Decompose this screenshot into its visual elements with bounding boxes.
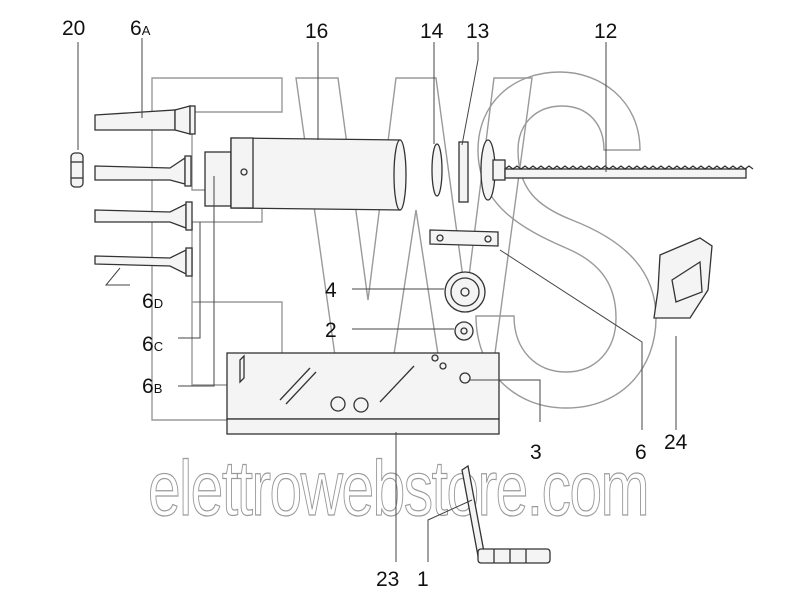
label-13: 13 — [466, 20, 489, 43]
part-13-gasket — [458, 141, 469, 203]
part-14-disc — [431, 143, 443, 197]
label-20: 20 — [62, 17, 85, 40]
part-1-crank — [461, 464, 551, 564]
label-6b-num: 6 — [142, 375, 154, 398]
part-12-rack — [504, 165, 754, 179]
label-6a-num: 6 — [130, 17, 142, 40]
label-6b-sub: B — [154, 381, 163, 396]
part-6-bracket — [429, 229, 499, 247]
label-6c-sub: C — [154, 339, 163, 354]
label-14: 14 — [420, 20, 444, 43]
part-24-clamp — [653, 237, 713, 319]
label-23: 23 — [376, 568, 399, 591]
label-3: 3 — [530, 441, 542, 464]
label-12: 12 — [594, 20, 617, 43]
label-24: 24 — [664, 431, 688, 454]
part-16-cylinder — [204, 137, 407, 211]
label-6a: 6A — [130, 17, 151, 40]
watermark-site-text: elettrowebstore.com — [148, 444, 648, 532]
label-6c: 6C — [142, 333, 163, 356]
label-1: 1 — [417, 568, 429, 591]
part-3-base — [226, 352, 500, 435]
label-2: 2 — [325, 319, 337, 342]
part-6a-nozzle — [94, 105, 196, 135]
label-6d: 6D — [142, 290, 163, 313]
part-6c-nozzle — [94, 201, 193, 231]
part-6d-nozzle — [94, 247, 193, 277]
label-6: 6 — [635, 441, 647, 464]
piston-plate — [480, 139, 506, 201]
label-16: 16 — [305, 20, 328, 43]
label-4: 4 — [325, 279, 337, 302]
label-6b: 6B — [142, 375, 162, 398]
part-20-nut — [70, 152, 84, 188]
part-2-small-gear — [454, 321, 474, 341]
part-4-gear — [444, 271, 486, 313]
label-6c-num: 6 — [142, 333, 154, 356]
label-6a-sub: A — [142, 23, 151, 38]
part-6b-nozzle — [94, 155, 192, 187]
label-6d-num: 6 — [142, 290, 154, 313]
label-6d-sub: D — [154, 296, 163, 311]
leader-lines — [77, 38, 677, 562]
